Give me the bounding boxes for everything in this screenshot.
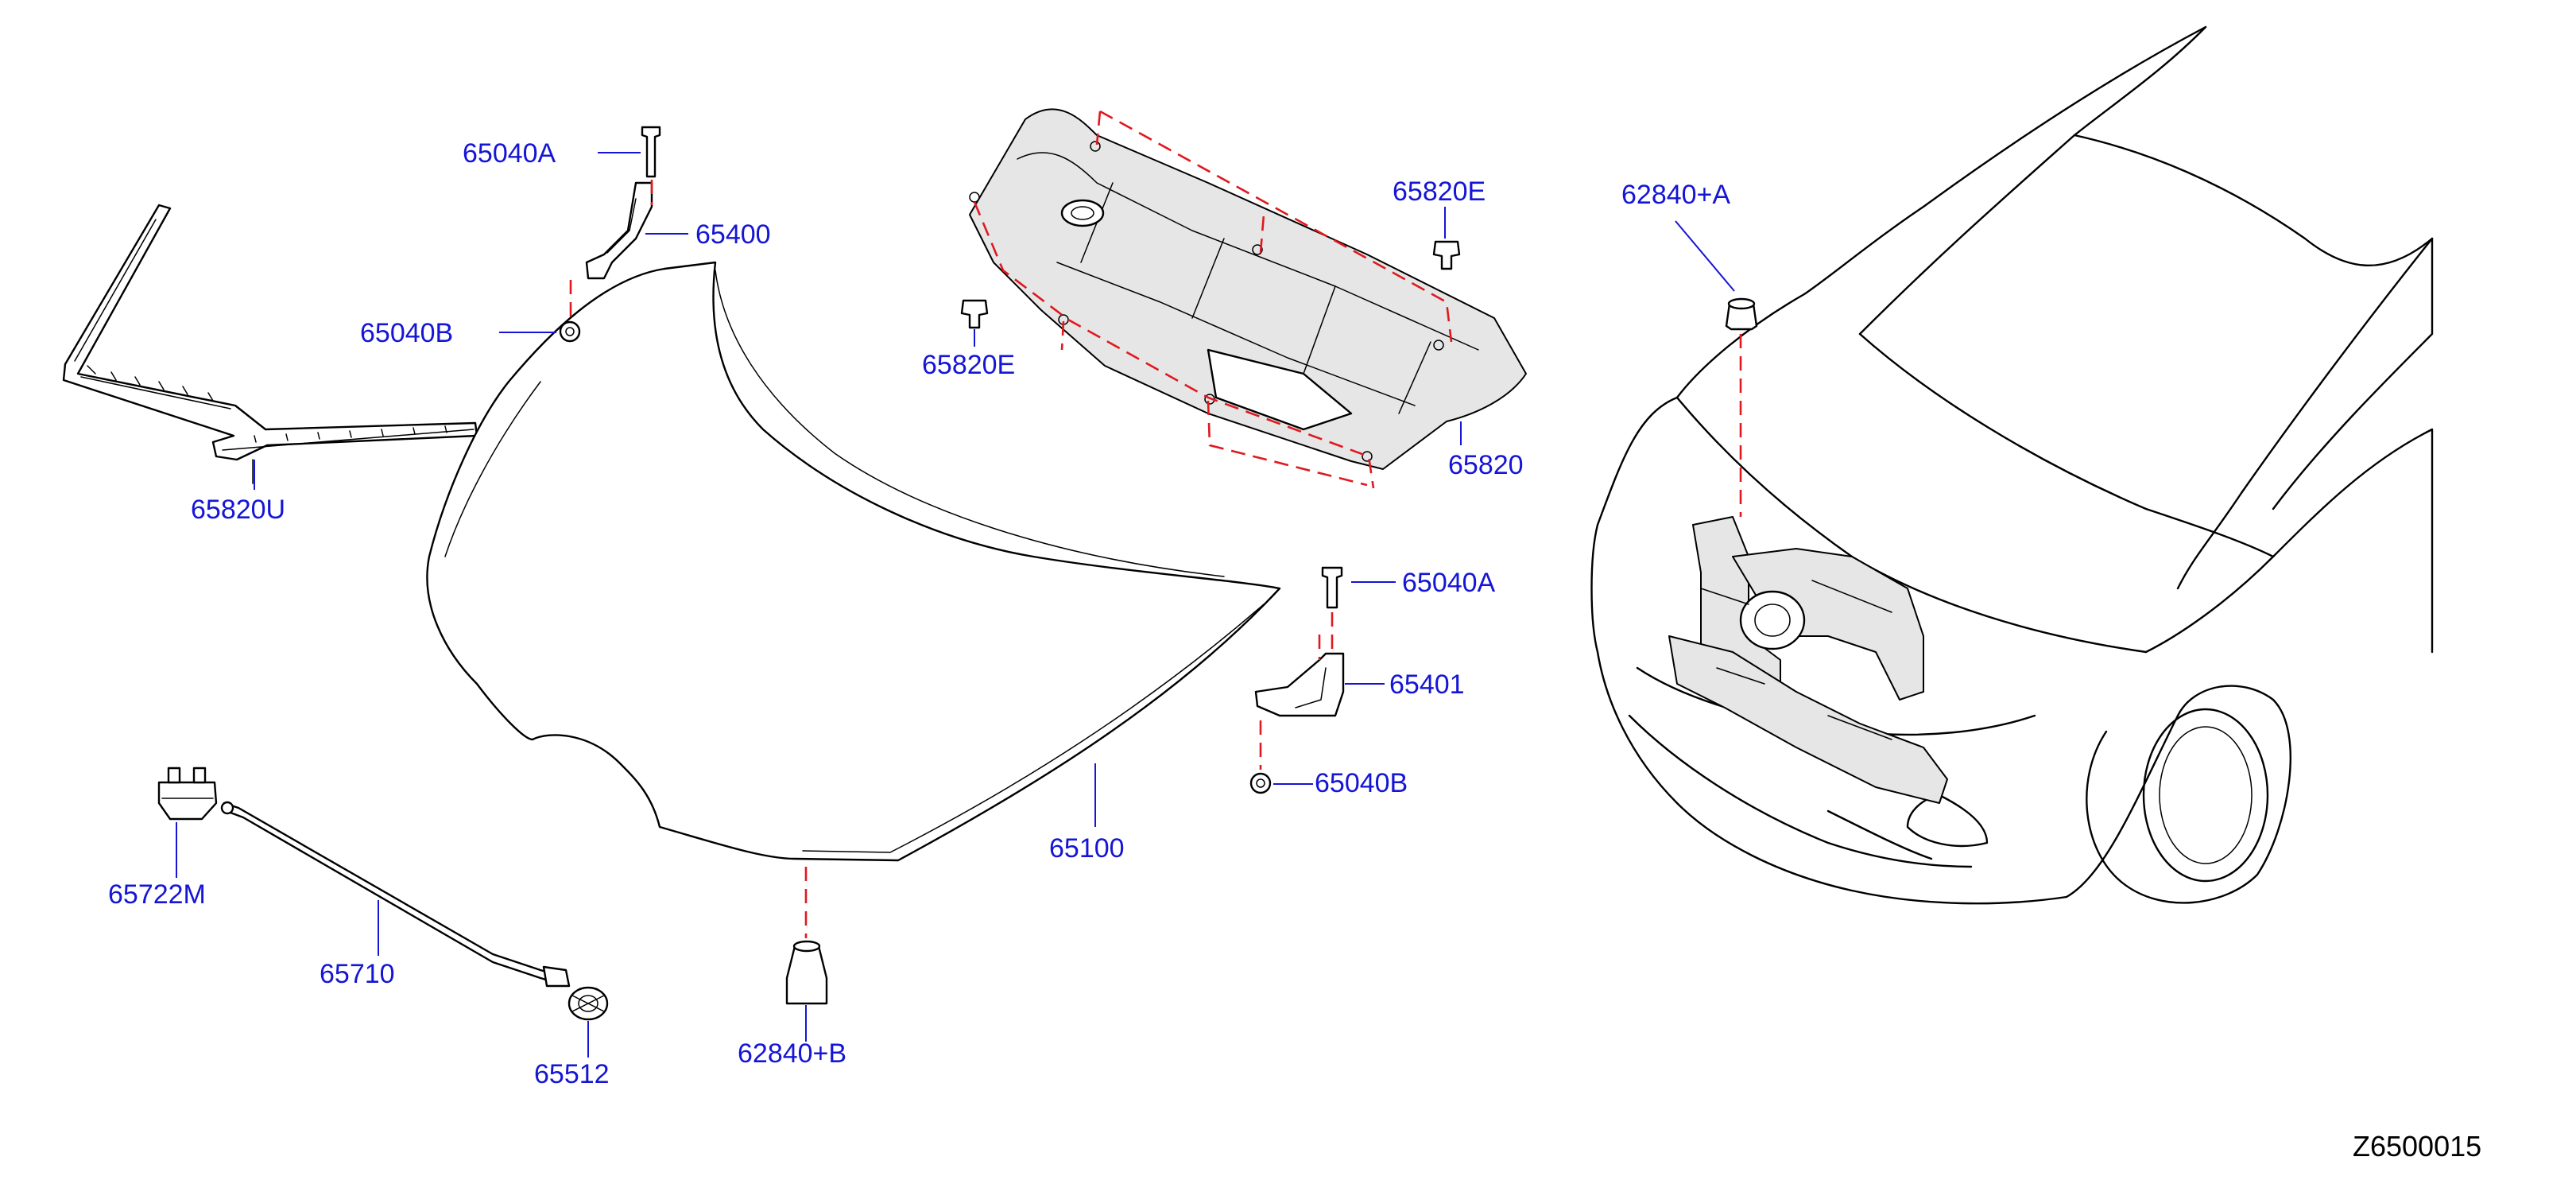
bumper-b-drawing [785,867,828,1005]
part-label-62840A[interactable]: 62840+A [1621,180,1730,210]
leader-62840A [1675,220,1735,292]
part-label-65820U[interactable]: 65820U [191,495,285,525]
hinge-right-drawing [1249,566,1345,794]
part-labels: 65040A 65400 65040B 65820U 65820E 65820E… [108,138,1730,1089]
part-label-65040A-upper[interactable]: 65040A [463,138,556,169]
part-label-65820[interactable]: 65820 [1448,450,1524,480]
part-label-65820E-left[interactable]: 65820E [922,350,1015,380]
part-label-62840B[interactable]: 62840+B [738,1038,846,1069]
part-label-65722M[interactable]: 65722M [108,879,206,910]
clip-right-drawing [1432,240,1461,270]
hinge-left-drawing [559,126,661,343]
hood-lock-drawing [157,767,218,821]
figure-id: Z6500015 [2353,1130,2481,1163]
part-label-65401[interactable]: 65401 [1389,670,1465,700]
vehicle-drawing [1590,25,2434,905]
clip-left-drawing [960,299,989,329]
leader-lines [176,152,1735,1058]
hood-panel-drawing [426,261,1281,862]
insulator-alignment-lines [973,110,1453,489]
part-label-65040B-lower[interactable]: 65040B [1315,768,1408,798]
grommet-drawing [567,986,609,1021]
part-label-65040A-lower[interactable]: 65040A [1402,568,1496,598]
hood-seal-drawing [62,204,478,484]
part-label-65512[interactable]: 65512 [534,1059,610,1089]
part-label-65710[interactable]: 65710 [320,959,395,989]
part-label-65040B-upper[interactable]: 65040B [360,318,453,348]
bumper-a-drawing [1725,297,1758,331]
radiator-core-support-drawing [1668,516,1948,804]
part-label-65100[interactable]: 65100 [1049,833,1125,864]
part-label-65820E-right[interactable]: 65820E [1393,177,1486,207]
hood-insulator-drawing [969,108,1527,470]
part-label-65400[interactable]: 65400 [695,219,771,250]
release-cable-drawing [220,801,571,988]
